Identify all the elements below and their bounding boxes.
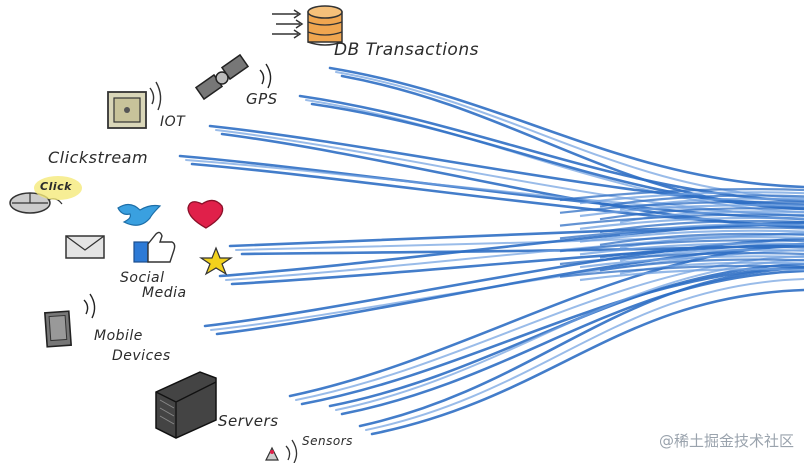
data-stream-line: [218, 220, 804, 278]
data-stream-scribble: [599, 194, 804, 208]
iot-label: IOT: [160, 114, 186, 130]
data-stream-line: [335, 71, 804, 199]
data-streams: [178, 66, 804, 436]
star-icon: [199, 246, 233, 276]
data-stream-scribble: [559, 239, 804, 253]
social-label-line2: Media: [142, 285, 187, 301]
data-stream-scribble: [579, 191, 804, 205]
data-stream-line: [185, 159, 804, 216]
data-stream-line: [340, 269, 804, 416]
clickstream-label: Clickstream: [48, 148, 149, 167]
mouse-icon: [9, 176, 82, 214]
data-stream-line: [365, 278, 804, 431]
servers-label: Servers: [218, 412, 279, 430]
data-stream-scribble: [559, 252, 804, 266]
mobile-phone-icon: [43, 293, 96, 348]
gps-label: GPS: [246, 90, 278, 108]
data-stream-scribble: [559, 188, 804, 202]
thumbs-up-icon: [133, 231, 176, 263]
data-stream-scribble: [579, 204, 804, 218]
data-stream-line: [190, 162, 804, 228]
data-stream-scribble: [599, 258, 804, 272]
sensor-icon: [265, 439, 298, 463]
sensors-label: Sensors: [302, 434, 353, 448]
data-stream-line: [300, 265, 804, 406]
data-stream-line: [328, 262, 804, 408]
data-stream-scribble: [599, 207, 804, 221]
data-stream-line: [358, 266, 804, 428]
data-stream-scribble: [559, 226, 804, 240]
click-label: Click: [40, 180, 72, 193]
heart-icon: [187, 199, 224, 229]
data-stream-scribble: [579, 242, 804, 256]
server-rack-icon: [155, 371, 217, 439]
data-stream-scribble: [599, 245, 804, 259]
data-stream-scribble: [559, 264, 804, 278]
data-stream-scribble: [599, 232, 804, 246]
data-stream-scribble: [579, 216, 804, 230]
envelope-icon: [65, 235, 105, 259]
social-label-line1: Social: [120, 270, 165, 286]
satellite-icon: [194, 53, 272, 101]
data-stream-scribble: [579, 268, 804, 282]
data-stream-line: [335, 259, 804, 411]
data-stream-scribble: [599, 220, 804, 234]
data-stream-scribble: [559, 200, 804, 214]
database-icon: [272, 5, 343, 46]
mobile-label-line1: Mobile: [94, 328, 143, 344]
data-stream-line: [328, 66, 804, 189]
data-stream-scribble: [579, 255, 804, 269]
db-transactions-label: DB Transactions: [334, 40, 479, 60]
watermark: @稀土掘金技术社区: [658, 432, 794, 450]
data-stream-line: [215, 244, 804, 336]
data-stream-line: [370, 288, 804, 436]
mobile-label-line2: Devices: [112, 348, 171, 364]
safe-box-icon: [107, 81, 162, 129]
data-stream-scribble: [559, 213, 804, 227]
data-stream-scribble: [579, 229, 804, 243]
twitter-bird-icon: [117, 203, 162, 226]
